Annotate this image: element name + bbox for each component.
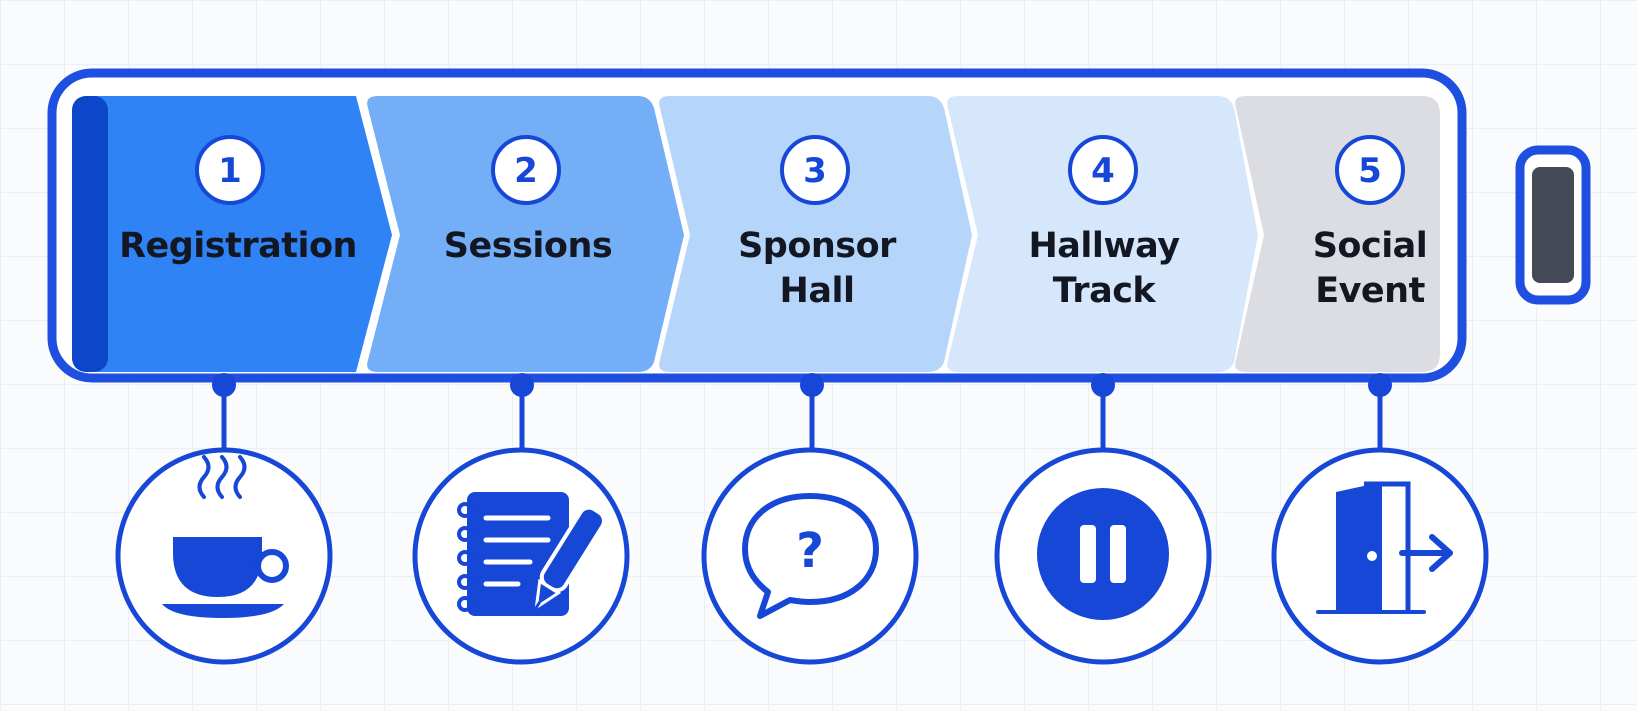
exit-door-icon: [1316, 481, 1453, 614]
step-number-5: 5: [1358, 151, 1382, 191]
notebook-pen-icon: [457, 492, 606, 616]
step-label-event: Event: [1315, 271, 1425, 311]
coffee-cup-icon: [162, 455, 289, 618]
step-badge-5: 5: [1335, 135, 1405, 205]
step-number-4: 4: [1091, 151, 1115, 191]
step-label-sessions: Sessions: [444, 226, 612, 266]
segment-registration: [72, 96, 392, 372]
pause-icon: [1037, 488, 1169, 620]
step-number-1: 1: [218, 151, 242, 191]
segment-sponsor-hall: [659, 96, 972, 372]
step-label-registration: Registration: [119, 226, 357, 266]
step-label-sponsor: Sponsor: [738, 226, 897, 266]
segment-registration-edge: [72, 96, 108, 372]
step-badge-4: 4: [1068, 135, 1138, 205]
connectors: [212, 373, 1392, 450]
question-speech-bubble-icon: ?: [742, 493, 879, 619]
step-number-3: 3: [803, 151, 827, 191]
step-label-hall: Hall: [780, 271, 855, 311]
icon-circle-3: [701, 447, 919, 665]
step-badge-3: 3: [780, 135, 850, 205]
step-badge-1: 1: [195, 135, 265, 205]
segment-hallway-track: [947, 96, 1258, 372]
step-number-2: 2: [514, 151, 538, 191]
step-badge-2: 2: [491, 135, 561, 205]
svg-text:?: ?: [796, 523, 824, 579]
battery-cap: [1515, 145, 1591, 305]
battery-segments: [72, 96, 1440, 372]
segment-sessions: [367, 96, 684, 372]
step-label-track: Track: [1053, 271, 1157, 311]
step-label-social: Social: [1313, 226, 1428, 266]
step-label-hallway: Hallway: [1028, 226, 1180, 266]
